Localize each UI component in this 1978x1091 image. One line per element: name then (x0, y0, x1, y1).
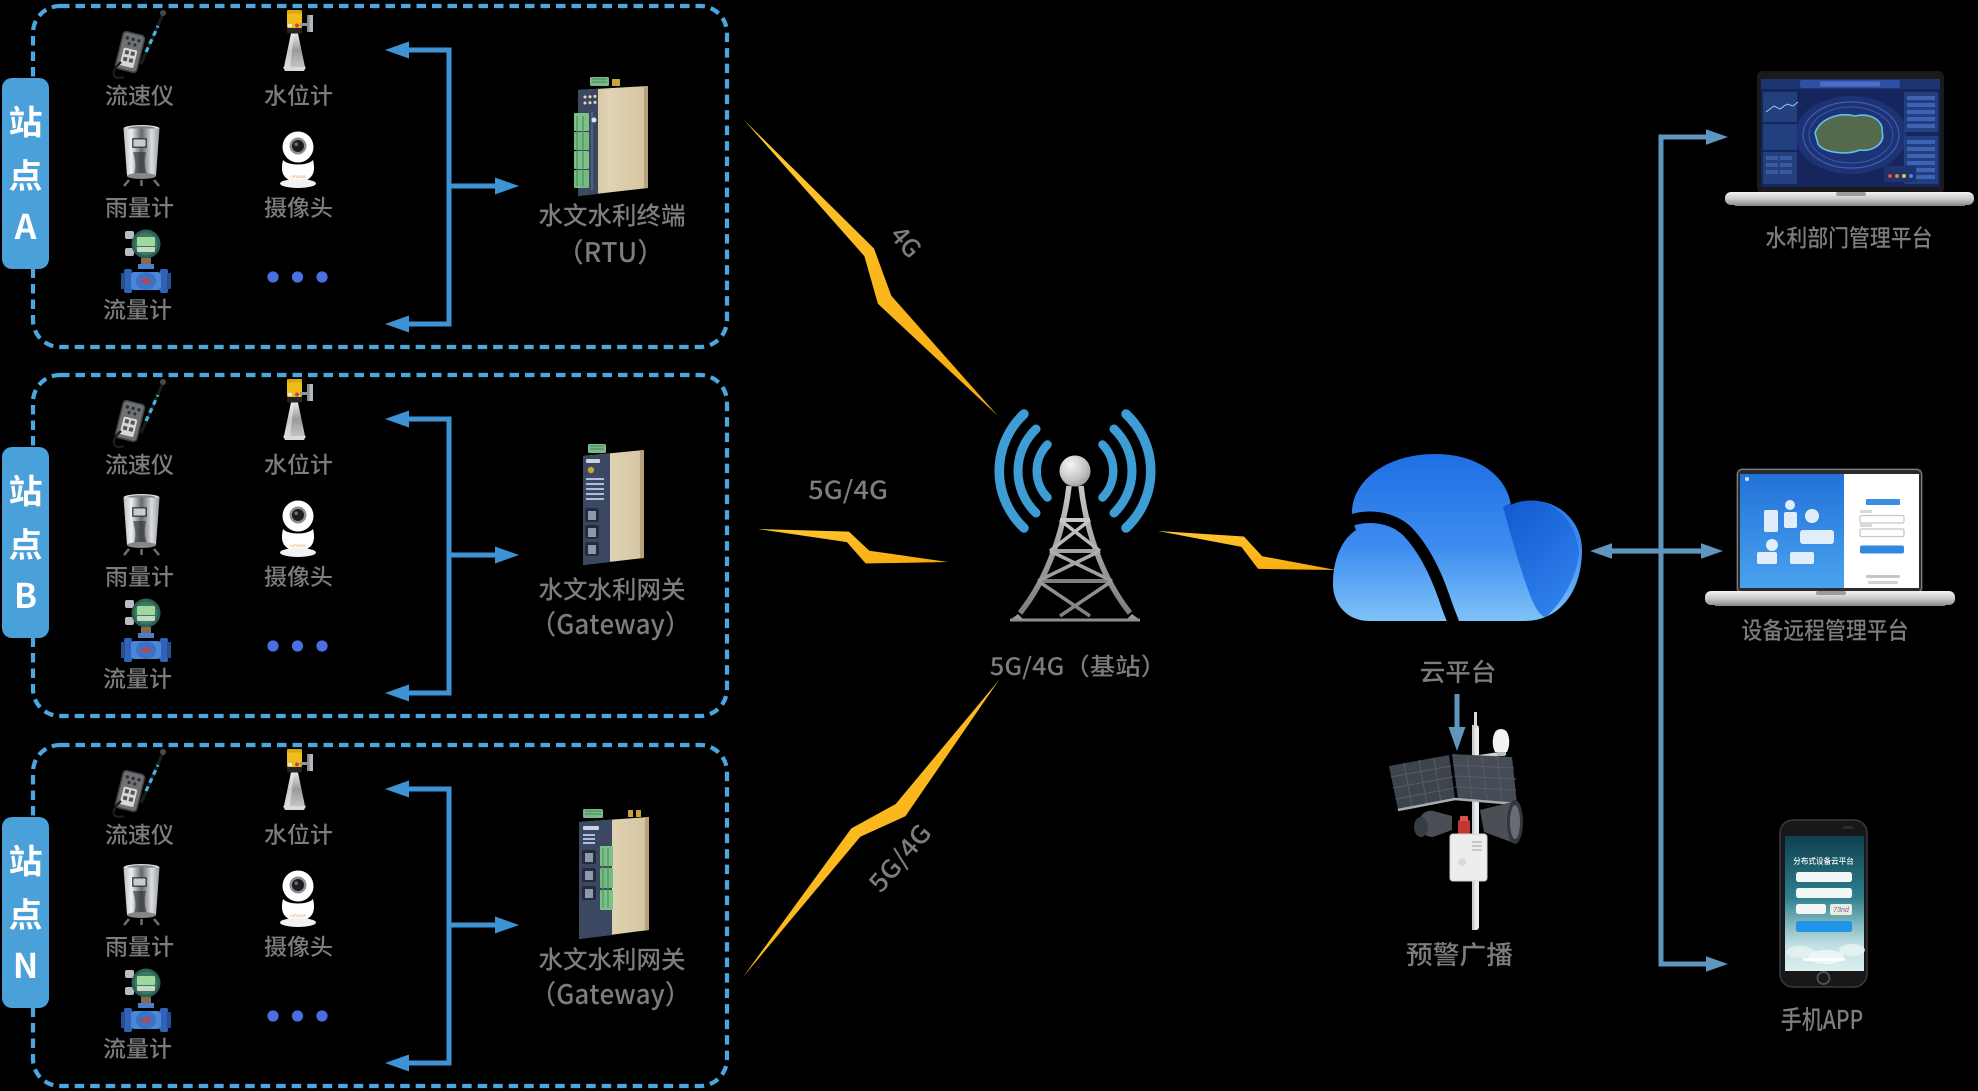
svg-text:73nd: 73nd (1833, 907, 1850, 914)
